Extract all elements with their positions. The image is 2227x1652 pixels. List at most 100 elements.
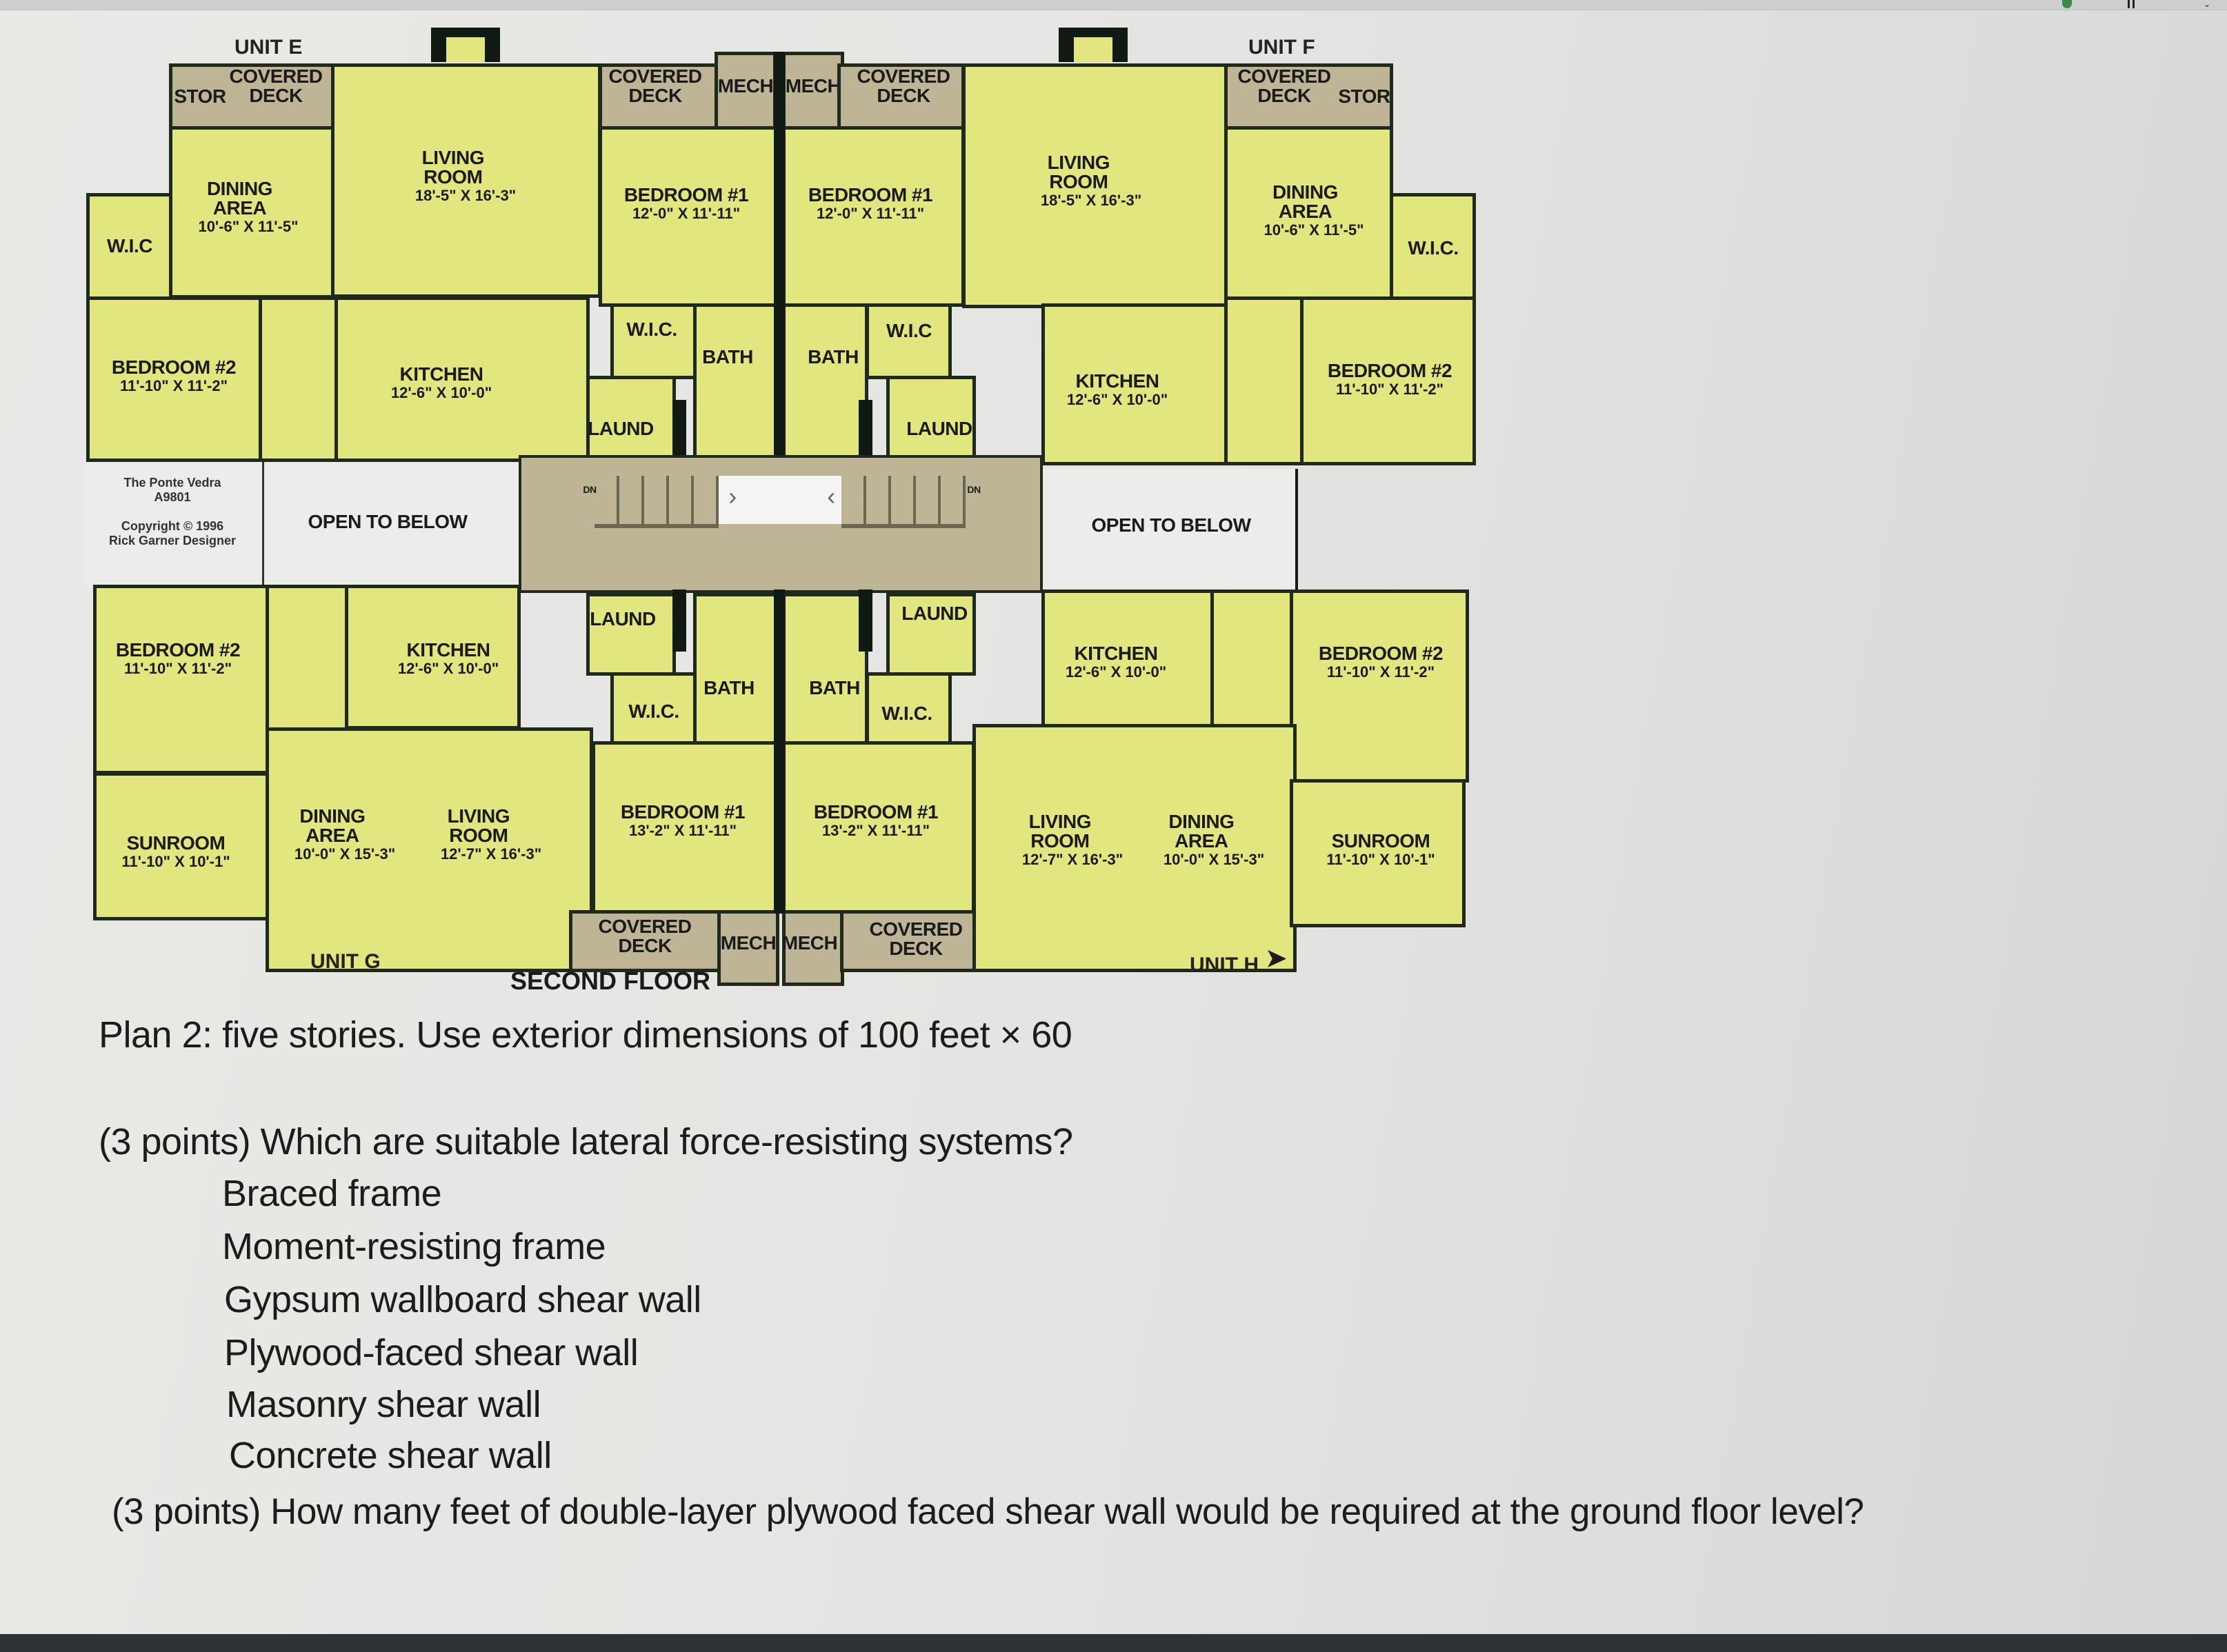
unit-e-kitchen-name: KITCHEN: [399, 363, 483, 385]
unit-f-kitchen-dims: 12'-6" X 10'-0": [1066, 391, 1168, 408]
unit-h-living-dining: [972, 724, 1297, 972]
party-wall-bottom: [774, 590, 785, 914]
unit-e-living-dims: 18'-5" X 16'-3": [415, 187, 517, 204]
unit-h-kitchen: [1041, 590, 1214, 727]
unit-g-dining-name: DINING AREA: [299, 805, 366, 846]
bottom-right-wic: [866, 672, 952, 745]
unit-h-sunroom-dims: 11'-10" X 10'-1": [1326, 851, 1435, 868]
credit-area: [86, 462, 262, 586]
unit-e-bath: [259, 296, 338, 462]
question-1-text: (3 points) Which are suitable lateral fo…: [99, 1121, 1073, 1162]
option-concrete-shear-wall: Concrete shear wall: [229, 1435, 552, 1476]
top-left-laund-label: LAUND: [588, 418, 654, 439]
open-to-below-left: [262, 462, 521, 586]
credit-line-3: Copyright © 1996: [121, 519, 224, 534]
unit-e-kitchen-dims: 12'-6" X 10'-0": [390, 384, 492, 401]
top-left-deck-label: COVERED DECK: [608, 66, 702, 106]
browser-toolbar-strip: ⌄: [0, 0, 2227, 10]
unit-f-living-dims: 18'-5" X 16'-3": [1040, 192, 1142, 209]
unit-h-bedroom2-dims: 11'-10" X 11'-2": [1326, 663, 1435, 681]
top-right-bedroom1-name: BEDROOM #1: [808, 184, 933, 205]
bottom-left-bath: [693, 593, 779, 745]
top-left-covered-deck: [599, 63, 723, 130]
unit-h-sunroom-name: SUNROOM: [1331, 830, 1430, 852]
unit-e-bedroom-2: [86, 296, 262, 462]
unit-f-kitchen: [1041, 303, 1228, 465]
bottom-left-laund-label: LAUND: [590, 608, 656, 629]
unit-g-sunroom-name: SUNROOM: [126, 832, 226, 854]
credit-line-4: Rick Garner Designer: [108, 534, 237, 548]
unit-h-bedroom2-name: BEDROOM #2: [1318, 643, 1444, 664]
bottom-right-bath: [782, 593, 868, 745]
bottom-left-covered-deck: [569, 910, 721, 972]
unit-e-living-room: [331, 63, 601, 298]
shaft-top-left: [672, 400, 686, 465]
unit-h-label: UNIT H: [1190, 954, 1259, 976]
unit-g-label: UNIT G: [310, 950, 381, 973]
unit-e-dining-name: DINING AREA: [206, 178, 273, 219]
top-right-mech-label: MECH: [785, 75, 841, 97]
party-wall-top: [774, 52, 785, 465]
bottom-left-bedroom1-name: BEDROOM #1: [620, 801, 746, 823]
top-left-bath-label: BATH: [702, 346, 753, 367]
stair-left-treads: [595, 476, 719, 528]
bottom-left-bedroom1-dims: 13'-2" X 11'-11": [628, 822, 737, 839]
unit-h-living-dims: 12'-7" X 16'-3": [1021, 851, 1124, 868]
bottom-right-mech: [782, 910, 844, 986]
unit-f-bedroom-2: [1300, 296, 1476, 465]
bottom-left-wic-label: W.I.C.: [628, 701, 679, 722]
open-to-below-right-label: OPEN TO BELOW: [1091, 514, 1252, 536]
unit-h-living-name: LIVING ROOM: [1028, 811, 1092, 852]
option-plywood-shear-wall: Plywood-faced shear wall: [224, 1332, 639, 1373]
bottom-left-mech-label: MECH: [720, 932, 777, 954]
top-left-bedroom1-dims: 12'-0" X 11'-11": [632, 205, 741, 222]
extension-icon[interactable]: [2062, 0, 2072, 8]
unit-f-deck-label: COVERED DECK: [1237, 66, 1331, 106]
pause-icon[interactable]: [2128, 0, 2135, 8]
unit-f-living-name: LIVING ROOM: [1047, 152, 1110, 192]
bottom-right-mech-label: MECH: [781, 932, 838, 954]
unit-g-sunroom-dims: 11'-10" X 10'-1": [121, 853, 230, 870]
stairwell-void: [719, 476, 841, 524]
bottom-left-laundry: [586, 593, 676, 676]
unit-h-bedroom-2: [1290, 590, 1469, 783]
shaft-bottom-left: [672, 590, 686, 652]
bottom-right-wic-label: W.I.C.: [881, 703, 932, 724]
chevron-icon[interactable]: ⌄: [2204, 0, 2211, 9]
option-moment-resisting-frame: Moment-resisting frame: [222, 1226, 606, 1267]
unit-g-kitchen-dims: 12'-6" X 10'-0": [397, 660, 499, 677]
top-right-wic: [866, 303, 952, 379]
unit-e-label: UNIT E: [234, 36, 303, 59]
unit-f-label: UNIT F: [1248, 36, 1315, 59]
unit-e-deck-label: COVERED DECK: [229, 66, 323, 106]
unit-f-wic-label: W.I.C.: [1408, 237, 1459, 259]
bottom-left-wic: [610, 672, 697, 745]
top-right-deck-label: COVERED DECK: [857, 66, 950, 106]
top-left-wic: [610, 303, 697, 379]
top-right-bedroom1-dims: 12'-0" X 11'-11": [816, 205, 925, 222]
bottom-right-bath-label: BATH: [809, 677, 860, 698]
unit-f-stor-label: STOR: [1338, 85, 1390, 107]
open-edge-right: [1295, 469, 1298, 590]
top-left-bedroom-1: [599, 126, 779, 307]
top-right-bath: [782, 303, 868, 462]
credit-line-1: The Ponte Vedra: [123, 476, 221, 490]
stair-right-treads: [841, 476, 966, 528]
unit-f-bedroom2-name: BEDROOM #2: [1327, 360, 1452, 381]
monitor-bezel: [0, 1634, 2227, 1652]
unit-g-bedroom-2: [93, 585, 269, 774]
unit-f-wic: [1390, 193, 1476, 303]
credit-line-2: A9801: [154, 490, 191, 504]
shaft-bottom-right: [859, 590, 872, 652]
option-gypsum-shear-wall: Gypsum wallboard shear wall: [224, 1279, 701, 1320]
unit-f-dining-area: [1224, 126, 1393, 302]
unit-h-kitchen-dims: 12'-6" X 10'-0": [1065, 663, 1167, 681]
unit-h-sunroom: [1290, 779, 1466, 927]
unit-h-dining-name: DINING AREA: [1168, 811, 1235, 852]
bottom-right-bedroom1-dims: 13'-2" X 11'-11": [821, 822, 930, 839]
bottom-right-laund-label: LAUND: [901, 603, 968, 624]
bottom-right-deck-label: COVERED DECK: [869, 918, 963, 959]
unit-g-kitchen-name: KITCHEN: [406, 639, 490, 661]
unit-h-kitchen-name: KITCHEN: [1074, 643, 1158, 664]
unit-e-dining-dims: 10'-6" X 11'-5": [198, 218, 299, 235]
